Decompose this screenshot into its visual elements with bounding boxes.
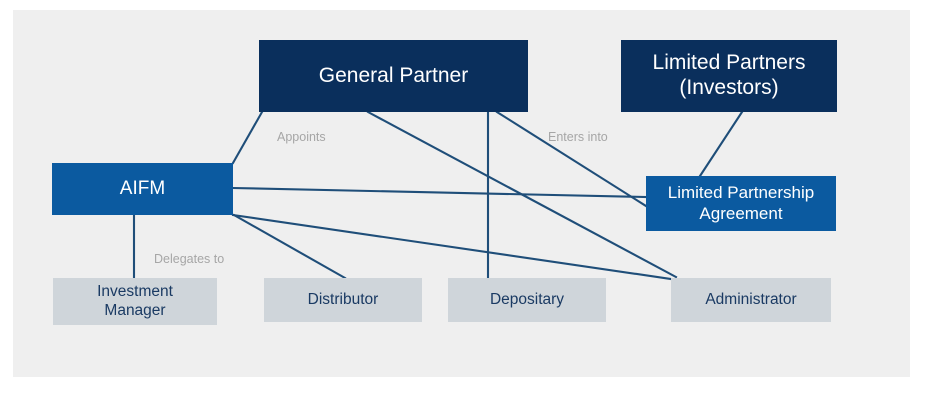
node-depositary-label: Depositary	[489, 290, 565, 308]
edge-lp-to-lpa	[698, 110, 744, 178]
edge-gp-to-lpa	[495, 110, 648, 208]
node-limited-partnership-agreement[interactable]: Limited Partnership Agreement	[646, 176, 836, 231]
node-aifm[interactable]: AIFM	[52, 163, 233, 215]
edge-label-appoints: Appoints	[277, 130, 326, 144]
edge-aifm-to-distributor	[232, 213, 347, 280]
edge-aifm-to-administrator	[231, 213, 673, 281]
node-investment-manager-line1: Investment	[97, 283, 173, 301]
edge-label-delegates-to: Delegates to	[154, 252, 225, 266]
node-distributor[interactable]: Distributor	[264, 278, 422, 322]
node-lpa-line2: Agreement	[699, 203, 783, 223]
node-depositary[interactable]: Depositary	[448, 278, 606, 322]
node-investment-manager-line2: Manager	[104, 301, 166, 319]
edge-gp-to-aifm	[231, 110, 264, 165]
node-limited-partners-line1: Limited Partners	[652, 51, 806, 75]
node-limited-partners[interactable]: Limited Partners (Investors)	[621, 40, 837, 112]
node-distributor-label: Distributor	[307, 290, 379, 308]
edge-aifm-to-lpa	[231, 186, 648, 199]
node-general-partner[interactable]: General Partner	[259, 40, 528, 112]
node-lpa-line1: Limited Partnership	[667, 183, 815, 203]
node-aifm-label: AIFM	[119, 177, 166, 199]
node-investment-manager-label: Investment Manager	[97, 283, 173, 320]
edge-label-enters-into: Enters into	[548, 130, 608, 144]
node-administrator-label: Administrator	[705, 290, 797, 308]
node-general-partner-label: General Partner	[318, 63, 469, 87]
node-administrator[interactable]: Administrator	[671, 278, 831, 322]
node-limited-partners-line2: (Investors)	[679, 76, 779, 99]
node-limited-partners-label: Limited Partners (Investors)	[653, 51, 806, 101]
node-investment-manager[interactable]: Investment Manager	[53, 278, 217, 325]
node-limited-partnership-agreement-label: Limited Partnership Agreement	[668, 183, 814, 223]
